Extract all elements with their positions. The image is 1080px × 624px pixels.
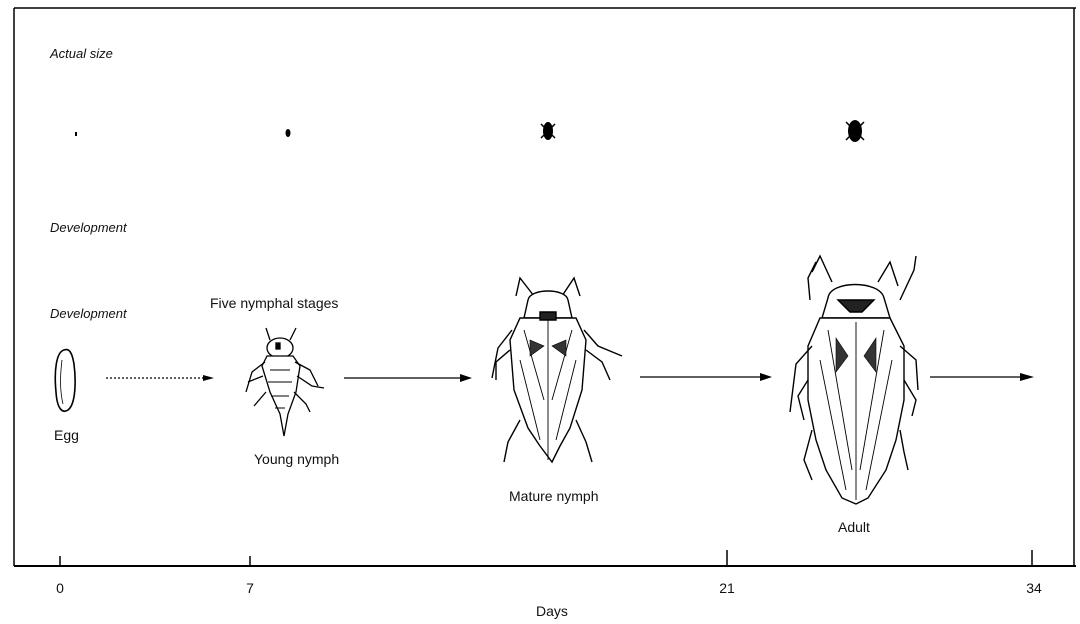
arrow-adult-to-next bbox=[930, 373, 1034, 381]
arrow-mature-to-adult bbox=[640, 373, 772, 381]
actual-size-row bbox=[75, 120, 864, 142]
tick-label-21: 21 bbox=[719, 580, 735, 596]
tick-label-0: 0 bbox=[56, 580, 64, 596]
egg-actual-size-speck bbox=[75, 132, 77, 136]
development-row-label-2: Development bbox=[50, 306, 127, 322]
mature-nymph-label: Mature nymph bbox=[509, 488, 598, 504]
young-nymph-drawing bbox=[246, 328, 324, 436]
axis-label-days: Days bbox=[536, 603, 568, 619]
tick-label-7: 7 bbox=[246, 580, 254, 596]
adult-label: Adult bbox=[838, 519, 870, 535]
adult-actual-size-speck bbox=[846, 120, 864, 142]
nymphal-stages-label: Five nymphal stages bbox=[210, 295, 338, 311]
mature-nymph-drawing bbox=[492, 278, 622, 462]
tick-label-34: 34 bbox=[1026, 580, 1042, 596]
mature-nymph-actual-size-speck bbox=[541, 122, 555, 140]
arrow-egg-to-nymph bbox=[106, 375, 214, 381]
arrow-young-to-mature bbox=[344, 374, 472, 382]
egg-label: Egg bbox=[54, 427, 79, 443]
egg-drawing bbox=[55, 350, 75, 412]
young-nymph-actual-size-speck bbox=[286, 129, 291, 137]
actual-size-row-label: Actual size bbox=[50, 46, 113, 62]
adult-drawing bbox=[790, 256, 918, 504]
development-row-label: Development bbox=[50, 220, 127, 236]
young-nymph-label: Young nymph bbox=[254, 451, 339, 467]
